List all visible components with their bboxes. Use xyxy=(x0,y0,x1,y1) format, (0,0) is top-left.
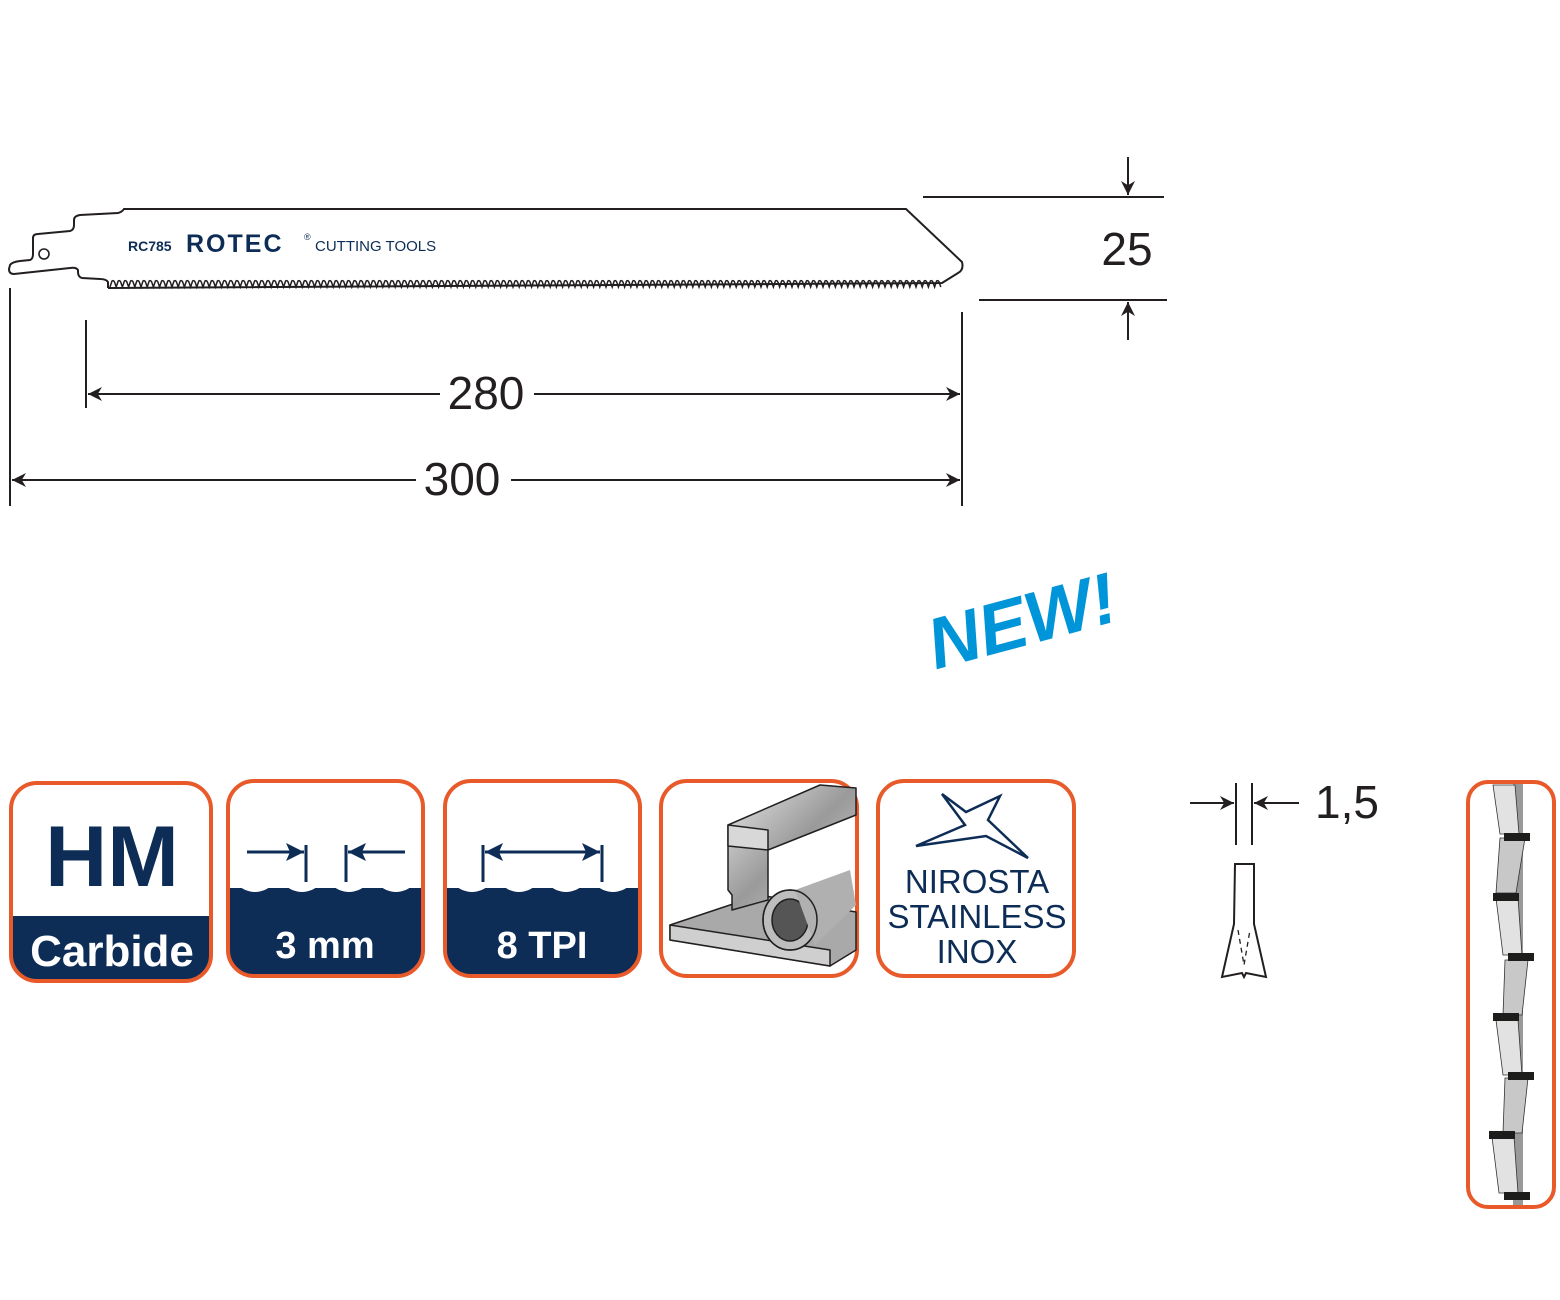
tpi-label: 8 TPI xyxy=(497,925,588,967)
inox-label: INOX xyxy=(937,933,1018,970)
registered-mark: ® xyxy=(304,232,311,242)
working-length-value: 280 xyxy=(448,367,525,419)
tpi-span-icon xyxy=(481,843,604,882)
brand-logo: ROTEC xyxy=(186,230,284,258)
pitch-arrows-icon xyxy=(247,843,405,882)
width-dimension xyxy=(923,157,1167,340)
badge-hm-carbide: HM Carbide xyxy=(9,781,213,983)
tooth-set-detail xyxy=(1466,780,1556,1209)
nirosta-label: NIROSTA xyxy=(905,863,1049,900)
badge-metal-profiles xyxy=(659,779,859,978)
mounting-hole xyxy=(38,248,50,260)
blade-teeth xyxy=(109,279,942,290)
carbide-label: Carbide xyxy=(30,927,194,976)
hm-label: HM xyxy=(45,809,179,905)
model-number: RC785 xyxy=(128,238,172,254)
new-label: NEW! xyxy=(919,558,1125,685)
metal-profile-icon xyxy=(669,784,857,967)
thickness-dimension xyxy=(1190,783,1299,980)
badge-tpi: 8 TPI xyxy=(443,779,642,978)
badge-tooth-pitch: 3 mm xyxy=(226,779,425,978)
star-sparkle-icon xyxy=(915,793,1029,860)
saw-blade-drawing: RC785 ROTEC ® CUTTING TOOLS xyxy=(7,208,964,290)
width-value: 25 xyxy=(1101,223,1152,275)
thickness-value: 1,5 xyxy=(1315,776,1379,828)
stainless-label: STAINLESS xyxy=(887,898,1066,935)
badge-stainless: NIROSTA STAINLESS INOX xyxy=(876,779,1076,978)
total-length-value: 300 xyxy=(424,453,501,505)
brand-tagline: CUTTING TOOLS xyxy=(315,238,436,255)
pitch-label: 3 mm xyxy=(275,925,374,967)
length-dimensions xyxy=(9,288,963,506)
